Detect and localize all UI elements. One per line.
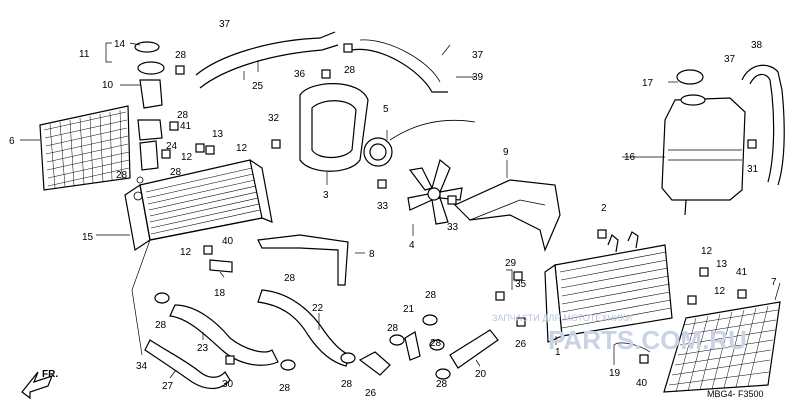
callout-30: 30: [222, 379, 234, 390]
callout-28: 28: [430, 338, 442, 349]
callout-2: 2: [601, 203, 607, 214]
callout-16: 16: [624, 152, 636, 163]
direction-label: FR.: [42, 369, 58, 380]
callout-36: 36: [294, 69, 306, 80]
callout-13: 13: [716, 259, 728, 270]
callout-3: 3: [323, 190, 329, 201]
callout-28: 28: [344, 65, 356, 76]
callout-28: 28: [175, 50, 187, 61]
reserve-tank: [661, 69, 746, 216]
callout-28: 28: [387, 323, 399, 334]
air-guide: [453, 179, 561, 252]
callout-17: 17: [642, 78, 654, 89]
callout-27: 27: [162, 381, 174, 392]
left-radiator: [124, 159, 273, 252]
right-radiator: [544, 231, 673, 343]
callout-40: 40: [222, 236, 234, 247]
lower-hoses: [144, 289, 499, 390]
callout-23: 23: [197, 343, 209, 354]
callout-12: 12: [714, 286, 726, 297]
callout-21: 21: [403, 304, 415, 315]
callout-28: 28: [341, 379, 353, 390]
callout-4: 4: [409, 240, 415, 251]
callout-22: 22: [312, 303, 324, 314]
callout-37: 37: [724, 54, 736, 65]
callout-12: 12: [181, 152, 193, 163]
figure-code: MBG4- F3500: [707, 389, 764, 399]
callout-28: 28: [116, 170, 128, 181]
callout-9: 9: [503, 147, 509, 158]
callout-39: 39: [472, 72, 484, 83]
callout-6: 6: [9, 136, 15, 147]
fan-assembly: [299, 83, 476, 225]
filler-cap-assembly: [134, 41, 165, 171]
callout-28: 28: [155, 320, 167, 331]
callout-12: 12: [701, 246, 713, 257]
callout-14: 14: [114, 39, 126, 50]
watermark-caption: ЗАПЧАСТИ ДЛЯ МОТОТЕХНИКИ: [492, 313, 632, 323]
callout-28: 28: [279, 383, 291, 394]
callout-28: 28: [284, 273, 296, 284]
leader-lines: [20, 42, 781, 379]
callout-12: 12: [180, 247, 192, 258]
left-radiator-grille: [39, 105, 131, 191]
callout-18: 18: [214, 288, 226, 299]
callout-10: 10: [102, 80, 114, 91]
watermark-site: PARTS.COM.RU: [548, 325, 747, 355]
callout-19: 19: [609, 368, 621, 379]
callout-31: 31: [747, 164, 759, 175]
callout-12: 12: [236, 143, 248, 154]
right-radiator-grille: [663, 301, 781, 393]
callout-38: 38: [751, 40, 763, 51]
callout-35: 35: [515, 279, 527, 290]
callout-28: 28: [177, 110, 189, 121]
callout-8: 8: [369, 249, 375, 260]
callout-33: 33: [447, 222, 459, 233]
callout-26: 26: [365, 388, 377, 399]
callout-15: 15: [82, 232, 94, 243]
callout-13: 13: [212, 129, 224, 140]
callout-labels: 37 14 11 28 10 25 28 36 37 39 38 37 17 2…: [9, 19, 777, 399]
lower-brackets: [209, 234, 349, 286]
callout-37: 37: [219, 19, 231, 30]
callout-26: 26: [515, 339, 527, 350]
front-direction-arrow: FR.: [21, 369, 58, 400]
callout-1: 1: [555, 347, 561, 358]
callout-24: 24: [166, 141, 178, 152]
callout-32: 32: [268, 113, 280, 124]
callout-37: 37: [472, 50, 484, 61]
callout-41: 41: [180, 121, 192, 132]
clamps-and-bolts: [161, 43, 757, 365]
upper-hoses: [195, 31, 785, 186]
callout-11: 11: [79, 49, 90, 60]
watermark: ЗАПЧАСТИ ДЛЯ МОТОТЕХНИКИ PARTS.COM.RU: [492, 313, 747, 355]
callout-5: 5: [383, 104, 389, 115]
callout-34: 34: [136, 361, 148, 372]
callout-20: 20: [475, 369, 487, 380]
callout-40: 40: [636, 378, 648, 389]
callout-33: 33: [377, 201, 389, 212]
callout-25: 25: [252, 81, 264, 92]
callout-29: 29: [505, 258, 517, 269]
callout-28: 28: [170, 167, 182, 178]
callout-41: 41: [736, 267, 748, 278]
callout-28: 28: [425, 290, 437, 301]
callout-28: 28: [436, 379, 448, 390]
callout-7: 7: [771, 277, 777, 288]
